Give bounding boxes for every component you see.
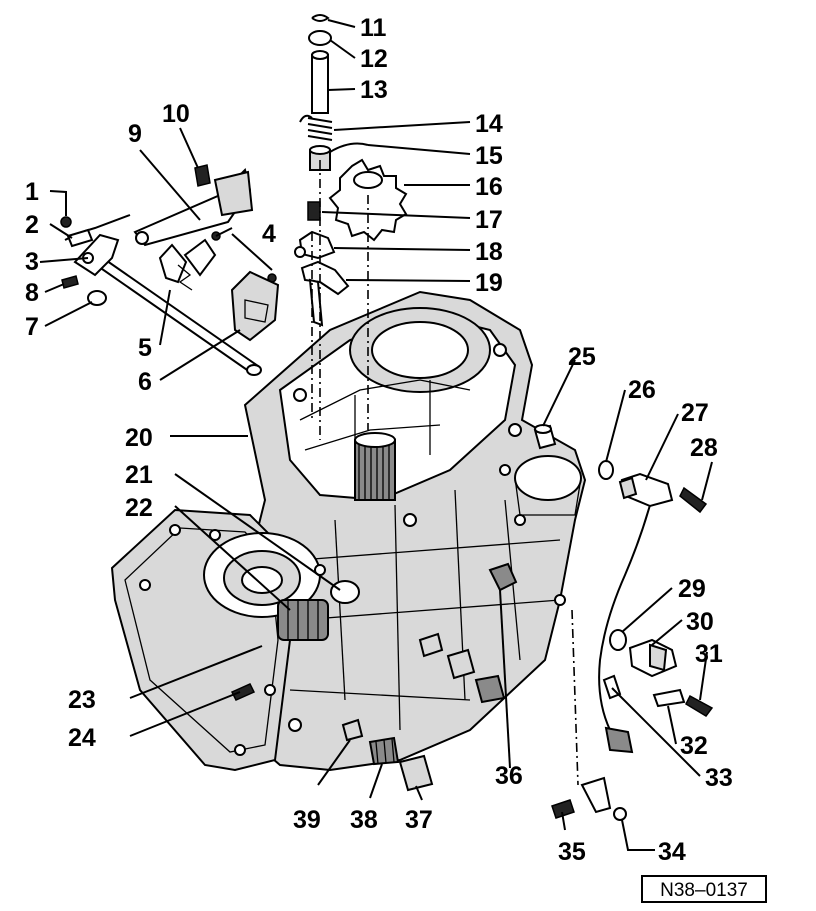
- callout-20: 20: [125, 424, 153, 452]
- callout-23: 23: [68, 686, 96, 714]
- callout-32: 32: [680, 732, 708, 760]
- callout-17: 17: [475, 206, 503, 234]
- callout-2: 2: [25, 211, 39, 239]
- callout-9: 9: [128, 120, 142, 148]
- callout-22: 22: [125, 494, 153, 522]
- callout-27: 27: [681, 399, 709, 427]
- callout-33: 33: [705, 764, 733, 792]
- leader-lines: [39, 19, 713, 851]
- callout-34: 34: [658, 838, 686, 866]
- selector-shaft-stack: [294, 14, 408, 440]
- callout-31: 31: [695, 640, 723, 668]
- callout-labels: 1 2 3 4 5 6 7 8 9 10 11 12 13 14 15 16 1…: [25, 14, 733, 866]
- callout-1: 1: [25, 178, 39, 206]
- bottom-parts: [341, 562, 518, 792]
- callout-18: 18: [475, 238, 503, 266]
- callout-38: 38: [350, 806, 378, 834]
- callout-12: 12: [360, 45, 388, 73]
- callout-16: 16: [475, 173, 503, 201]
- callout-11: 11: [360, 14, 387, 42]
- callout-37: 37: [405, 806, 433, 834]
- callout-3: 3: [25, 248, 39, 276]
- callout-28: 28: [690, 434, 718, 462]
- reference-code: N38–0137: [660, 880, 748, 901]
- callout-14: 14: [475, 110, 503, 138]
- callout-39: 39: [293, 806, 321, 834]
- transmission-housing: [238, 290, 587, 772]
- callout-36: 36: [495, 762, 523, 790]
- callout-10: 10: [162, 100, 190, 128]
- callout-13: 13: [360, 76, 388, 104]
- callout-30: 30: [686, 608, 714, 636]
- reference-code-box: N38–0137: [641, 875, 767, 903]
- callout-25: 25: [568, 343, 596, 371]
- callout-6: 6: [138, 368, 152, 396]
- callout-15: 15: [475, 142, 503, 170]
- callout-29: 29: [678, 575, 706, 603]
- callout-7: 7: [25, 313, 39, 341]
- final-drive-cover: [110, 508, 360, 772]
- callout-24: 24: [68, 724, 96, 752]
- callout-8: 8: [25, 279, 39, 307]
- callout-4: 4: [262, 220, 276, 248]
- callout-21: 21: [125, 461, 153, 489]
- callout-26: 26: [628, 376, 656, 404]
- callout-19: 19: [475, 269, 503, 297]
- callout-5: 5: [138, 334, 152, 362]
- callout-35: 35: [558, 838, 586, 866]
- selector-shaft-assembly: [60, 164, 280, 376]
